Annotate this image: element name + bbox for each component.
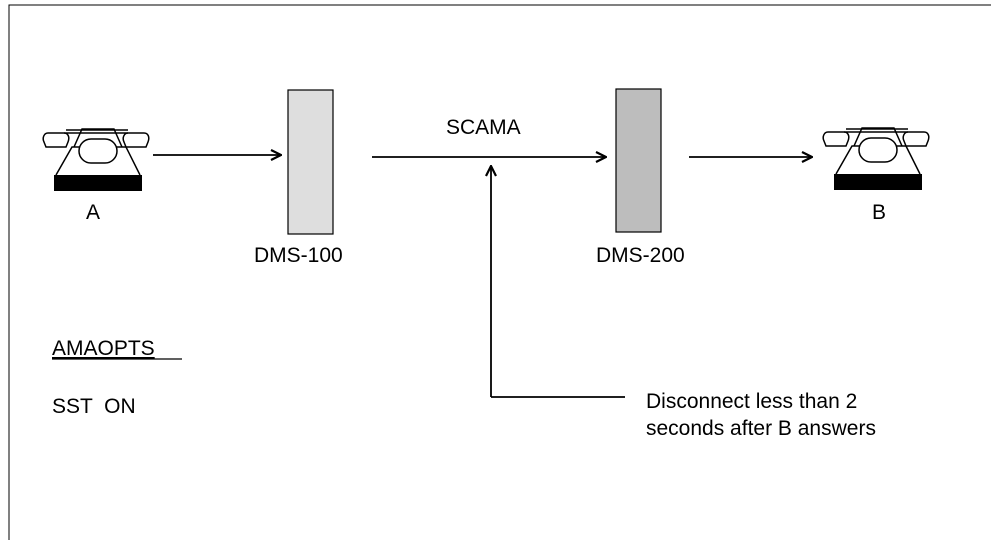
switch-dms200-box bbox=[615, 88, 662, 233]
switch-dms200-label: DMS-200 bbox=[596, 244, 685, 267]
note-line-2: seconds after B answers bbox=[646, 417, 876, 440]
options-heading: AMAOPTS bbox=[52, 337, 155, 360]
switch-dms100-box bbox=[287, 89, 334, 235]
telephone-icon bbox=[822, 127, 930, 190]
switch-dms100-label: DMS-100 bbox=[254, 244, 343, 267]
telephone-icon bbox=[42, 128, 150, 191]
phone-a-label: A bbox=[86, 201, 100, 224]
diagram-frame bbox=[8, 4, 991, 545]
note-line-1: Disconnect less than 2 bbox=[646, 390, 857, 413]
phone-b-label: B bbox=[872, 201, 886, 224]
trunk-label: SCAMA bbox=[446, 116, 521, 139]
options-setting: SST ON bbox=[52, 395, 136, 418]
